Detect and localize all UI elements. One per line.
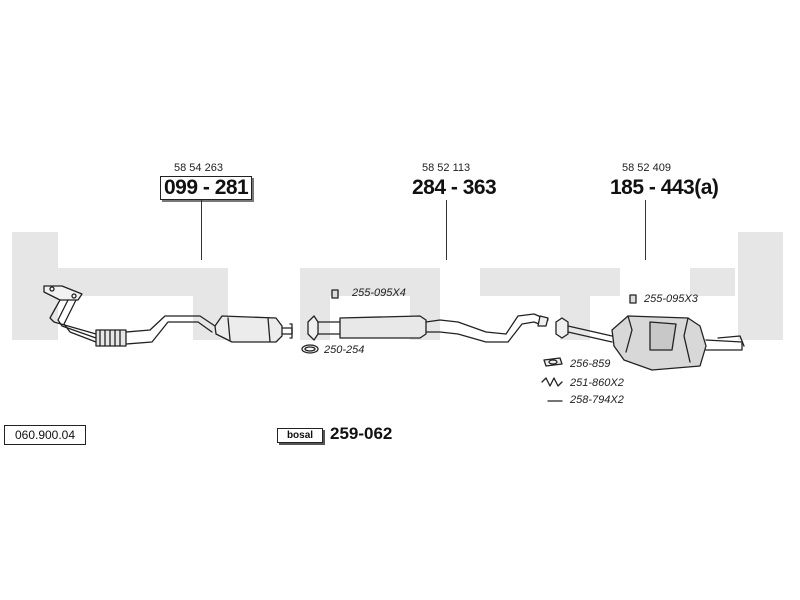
clamp-b-icon bbox=[629, 294, 637, 304]
rear-silencer-drawing bbox=[555, 315, 745, 371]
front-pipe-drawing bbox=[43, 285, 216, 347]
clamp-a-label[interactable]: 255-095X4 bbox=[352, 287, 406, 299]
spring-label[interactable]: 251-860X2 bbox=[570, 377, 624, 389]
leader-line-1 bbox=[201, 200, 202, 260]
ring-icon bbox=[301, 344, 319, 354]
catalyst-drawing bbox=[214, 315, 293, 343]
reference-number: 060.900.04 bbox=[4, 425, 86, 445]
part-number-2[interactable]: 284 - 363 bbox=[412, 176, 497, 199]
gasket-icon bbox=[543, 357, 563, 367]
part-number-3[interactable]: 185 - 443(a) bbox=[610, 176, 719, 199]
clamp-a-icon bbox=[331, 289, 339, 299]
oem-number-1: 58 54 263 bbox=[174, 162, 223, 174]
clamp-b-label[interactable]: 255-095X3 bbox=[644, 293, 698, 305]
leader-line-2 bbox=[446, 200, 447, 260]
oem-number-3: 58 52 409 bbox=[622, 162, 671, 174]
part-number-1[interactable]: 099 - 281 bbox=[160, 176, 253, 200]
gasket-label[interactable]: 256-859 bbox=[570, 358, 611, 370]
bolt-label[interactable]: 258-794X2 bbox=[570, 394, 624, 406]
bosal-logo: bosal bbox=[277, 428, 323, 443]
leader-line-3 bbox=[645, 200, 646, 260]
middle-silencer-drawing bbox=[307, 313, 549, 343]
spring-icon bbox=[541, 377, 563, 387]
oem-number-2: 58 52 113 bbox=[422, 162, 471, 174]
mounting-kit-number[interactable]: 259-062 bbox=[330, 424, 393, 443]
ring-label[interactable]: 250-254 bbox=[324, 344, 365, 356]
